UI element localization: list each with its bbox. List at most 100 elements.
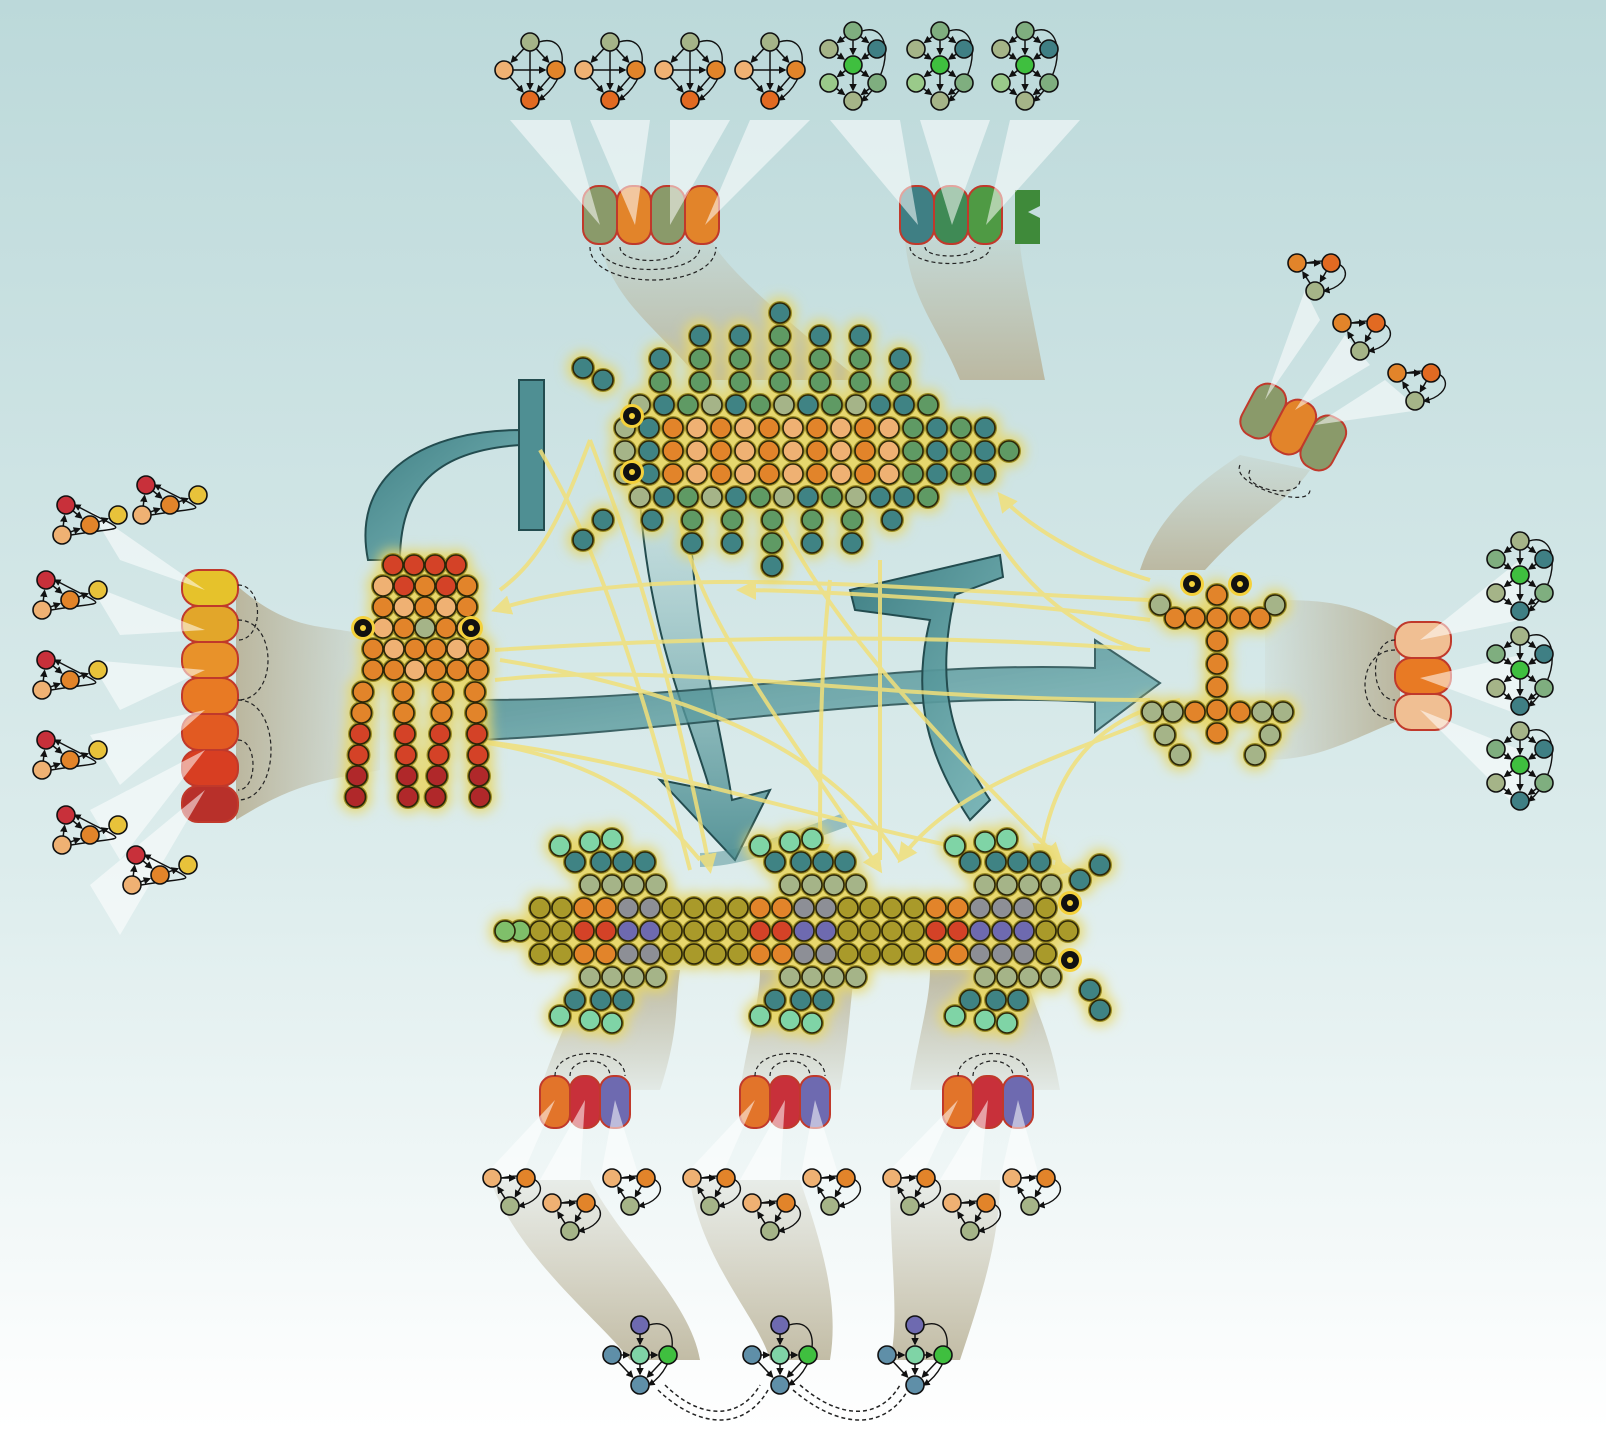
squid-cell bbox=[424, 554, 446, 576]
gene-node bbox=[620, 1196, 640, 1216]
isopod-cell bbox=[653, 486, 675, 508]
gene-network bbox=[122, 845, 198, 895]
lizard-cell bbox=[705, 943, 727, 965]
gene-node bbox=[706, 60, 726, 80]
lizard-cell bbox=[529, 943, 551, 965]
lizard-cell bbox=[812, 989, 834, 1011]
isopod-cell bbox=[878, 463, 900, 485]
gene-network bbox=[52, 495, 128, 545]
lizard-cell bbox=[612, 851, 634, 873]
lizard-cell bbox=[1029, 851, 1051, 873]
lizard-cell bbox=[573, 897, 595, 919]
lizard-cell bbox=[494, 920, 516, 942]
gene-node bbox=[576, 1193, 596, 1213]
isopod-cell bbox=[830, 440, 852, 462]
gene-network bbox=[1002, 1168, 1062, 1216]
segment-blocks bbox=[181, 185, 1452, 1129]
isopod-cell bbox=[782, 440, 804, 462]
gene-node bbox=[52, 835, 72, 855]
beam bbox=[480, 1100, 555, 1180]
lizard-cell bbox=[779, 966, 801, 988]
beam bbox=[540, 1100, 585, 1180]
organism-squid bbox=[339, 549, 496, 813]
beam bbox=[510, 120, 600, 225]
isopod-cell bbox=[841, 532, 863, 554]
squid-cell bbox=[404, 659, 426, 681]
lizard-cell bbox=[617, 920, 639, 942]
lizard-cell bbox=[639, 943, 661, 965]
lizard-cell bbox=[1079, 979, 1101, 1001]
lizard-cell bbox=[727, 920, 749, 942]
gene-node bbox=[770, 1345, 790, 1365]
gene-node bbox=[1510, 660, 1530, 680]
squid-cell bbox=[425, 638, 447, 660]
squid-cell bbox=[393, 702, 415, 724]
isopod-cell bbox=[998, 440, 1020, 462]
gene-node bbox=[1486, 644, 1506, 664]
gene-node bbox=[542, 1193, 562, 1213]
frog-cell bbox=[1162, 701, 1184, 723]
gene-node bbox=[52, 525, 72, 545]
lizard-cell bbox=[944, 835, 966, 857]
lizard-cell bbox=[925, 943, 947, 965]
isopod-cell bbox=[721, 509, 743, 531]
beam bbox=[1420, 655, 1520, 715]
lizard-cell bbox=[845, 874, 867, 896]
lizard-cell bbox=[793, 897, 815, 919]
lizard-cell bbox=[801, 828, 823, 850]
isopod-cell bbox=[893, 394, 915, 416]
isopod-cell bbox=[769, 371, 791, 393]
lizard-cell bbox=[996, 966, 1018, 988]
frog-cell bbox=[1206, 722, 1228, 744]
gene-node bbox=[930, 55, 950, 75]
lizard-cell bbox=[837, 943, 859, 965]
gene-network bbox=[32, 570, 108, 620]
lizard-cell bbox=[705, 920, 727, 942]
isopod-cell bbox=[830, 417, 852, 439]
bottom-dashed-links bbox=[657, 1384, 909, 1421]
beam bbox=[680, 1100, 755, 1180]
isopod-cell bbox=[689, 348, 711, 370]
isopod-cell bbox=[809, 348, 831, 370]
isopod-cell bbox=[806, 463, 828, 485]
lizard-cell bbox=[859, 920, 881, 942]
squid-cell bbox=[383, 659, 405, 681]
gene-node bbox=[843, 55, 863, 75]
organism-frog bbox=[1136, 572, 1299, 771]
gene-node bbox=[600, 90, 620, 110]
frog-cell bbox=[1244, 744, 1266, 766]
gene-node bbox=[867, 39, 887, 59]
arrow-isopod-to-lizard bbox=[638, 499, 772, 862]
organism-isopod bbox=[567, 297, 1025, 582]
isopod-cell bbox=[572, 529, 594, 551]
lizard-cell bbox=[529, 897, 551, 919]
lizard-cell bbox=[595, 943, 617, 965]
beam bbox=[705, 120, 810, 225]
lizard-cell bbox=[801, 1012, 823, 1034]
lizard-cell bbox=[727, 943, 749, 965]
lizard-cell bbox=[661, 897, 683, 919]
gene-node bbox=[1510, 791, 1530, 811]
network-beams bbox=[90, 120, 1520, 1180]
isopod-cell bbox=[926, 440, 948, 462]
lizard-cell bbox=[529, 920, 551, 942]
lizard-cell bbox=[601, 1012, 623, 1034]
gene-node bbox=[32, 680, 52, 700]
frog-cell bbox=[1141, 701, 1163, 723]
isopod-cell bbox=[681, 532, 703, 554]
squid-cell bbox=[469, 786, 491, 808]
gene-node bbox=[520, 90, 540, 110]
lizard-cell bbox=[579, 966, 601, 988]
lizard-cell bbox=[793, 920, 815, 942]
lizard-cell bbox=[801, 874, 823, 896]
isopod-cell bbox=[974, 417, 996, 439]
lizard-cell bbox=[623, 874, 645, 896]
segment bbox=[181, 569, 239, 607]
gene-network bbox=[542, 1193, 602, 1241]
lizard-cell bbox=[991, 920, 1013, 942]
lizard-cell bbox=[859, 897, 881, 919]
lizard-cell bbox=[881, 943, 903, 965]
isopod-cell bbox=[749, 486, 771, 508]
isopod-cell bbox=[734, 440, 756, 462]
lizard-cell bbox=[974, 874, 996, 896]
